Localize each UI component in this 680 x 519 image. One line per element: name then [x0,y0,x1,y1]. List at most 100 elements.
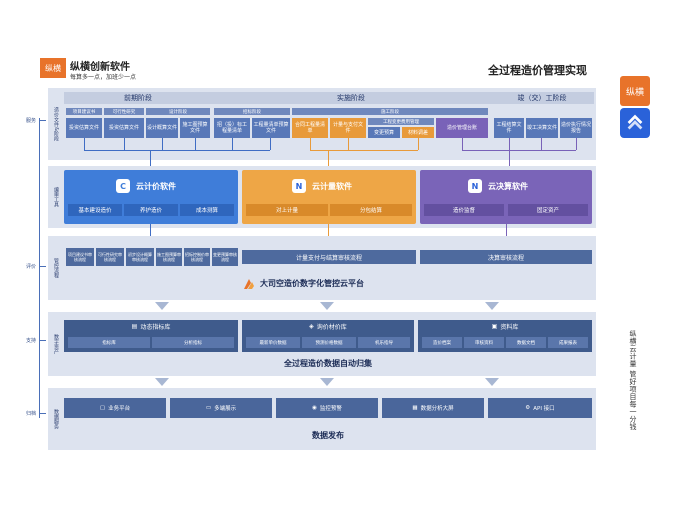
sw-item[interactable]: 成本测算 [180,204,234,216]
sw-item[interactable]: 分包结算 [330,204,412,216]
asset-group-title: ▣ 资料库 [418,321,592,332]
connector-line [462,150,576,151]
left-tag-arrow [40,266,46,267]
doc-impl-2[interactable]: 工程量清单预算文件 [252,118,290,138]
folder-icon: ▣ [491,323,498,330]
asset-item[interactable]: 成果报表 [548,337,588,348]
docs-band-label: 造价文件&阶段 [53,107,59,141]
settlement-app-icon: N [468,179,482,193]
subhead-design: 设计阶段 [146,108,210,115]
process-cell[interactable]: 可行性研究审核流程 [96,248,124,266]
doc-impl-4[interactable]: 计量与支付文件 [330,118,366,138]
connector-line [509,150,510,170]
connector-line [541,138,542,150]
publish-band-label: 数据服务 [53,409,59,429]
chevron-down-icon [155,302,169,310]
doc-post-1[interactable]: 工程结算文件 [494,118,524,138]
subhead-change: 工程变更费用管理 [368,118,434,125]
connector-line [162,138,163,150]
asset-group-name: 询价材价库 [316,324,347,331]
side-slogan: 纵横云计量 管好项目每一分钱 [629,330,637,431]
connector-line [348,138,349,150]
connector-line [509,138,510,150]
publish-business-platform[interactable]: ▢业务平台 [64,398,166,418]
doc-impl-3[interactable]: 合同工程量清单 [292,118,328,138]
platform-logo-icon [242,276,256,290]
price-icon: ◈ [309,323,314,330]
chevron-down-icon [320,302,334,310]
chevron-down-icon [485,302,499,310]
process-cell[interactable]: 施工图预算审核流程 [156,248,182,266]
stage-post: 竣（交）工阶段 [490,92,594,104]
connector-line [576,138,577,150]
sw-item[interactable]: 养护造价 [124,204,178,216]
doc-pre-3[interactable]: 设计概算文件 [146,118,178,138]
connector-line [462,138,463,150]
sw-item[interactable]: 固定资产 [508,204,588,216]
left-tag-evaluate: 评价 [26,264,37,270]
process-cell[interactable]: 变更预算审核流程 [212,248,238,266]
sw-title-pricing: 云计价软件 [136,182,176,191]
process-measure-settlement[interactable]: 计量支付与结算审核流程 [242,250,416,264]
asset-group-name: 资料库 [500,324,519,331]
asset-item[interactable]: 造价档案 [422,337,462,348]
publish-monitor-alert[interactable]: ◉监控预警 [276,398,378,418]
process-cell[interactable]: 项目建议书审核流程 [66,248,94,266]
measure-app-icon: N [292,179,306,193]
publish-multi-display[interactable]: ▭多端展示 [170,398,272,418]
sw-item[interactable]: 造价监督 [424,204,504,216]
process-cell[interactable]: 招标控制价审核流程 [184,248,210,266]
chevron-down-icon [155,378,169,386]
asset-group-title: ◈ 询价材价库 [242,321,414,332]
stage-pre: 前期阶段 [64,92,212,104]
asset-item[interactable]: 指标库 [68,337,150,348]
database-icon: ▤ [131,323,138,330]
connector-line [232,138,233,150]
api-icon: ⚙ [525,405,531,411]
process-cell[interactable]: 初步设计概算审核流程 [126,248,154,266]
doc-post-2[interactable]: 竣工决算文件 [526,118,558,138]
brand-logo: 纵横 [40,58,66,78]
subhead-proposal: 项目建议书 [66,108,102,115]
connector-line [195,138,196,150]
doc-pre-1[interactable]: 投资估算文件 [66,118,102,138]
doc-impl-6[interactable]: 材料调差 [402,127,434,138]
side-brand-logo: 纵横 [620,76,650,106]
doc-impl-5[interactable]: 变更预算 [368,127,400,138]
asset-group-title: ▤ 动态指标库 [64,321,238,332]
connector-line [150,150,151,170]
asset-item[interactable]: 机乐指导 [358,337,410,348]
chevron-down-icon [485,378,499,386]
stage-impl: 实施阶段 [212,92,490,104]
left-tag-arrow [40,120,46,121]
connector-line [270,138,271,150]
process-band-label: 管控流程 [53,258,59,278]
doc-impl-1[interactable]: 招（投）标工程量清单 [214,118,250,138]
publish-data-screen[interactable]: ▦数据分析大屏 [382,398,484,418]
chevron-down-icon [320,378,334,386]
display-icon: ▭ [205,405,212,411]
publish-api[interactable]: ⚙API 接口 [488,398,592,418]
asset-item[interactable]: 预测价格数据 [302,337,356,348]
asset-item[interactable]: 分析指标 [152,337,234,348]
process-band [48,236,596,300]
sw-item[interactable]: 基本建设造价 [68,204,122,216]
asset-item[interactable]: 数据文档 [506,337,546,348]
left-tag-service: 服务 [26,118,37,124]
asset-item[interactable]: 最新单价数据 [246,337,300,348]
pricing-app-icon: C [116,179,130,193]
assets-band-label: 数字资产 [53,334,59,354]
sw-title-measure: 云计量软件 [312,182,352,191]
doc-impl-7[interactable]: 造价管理台账 [436,118,488,138]
left-tag-support: 支持 [26,338,37,344]
doc-post-3[interactable]: 造价执行情况报告 [560,118,592,138]
process-final-accounts[interactable]: 决算审核流程 [420,250,592,264]
connector-line [124,138,125,150]
app-logo-icon [620,108,650,138]
doc-pre-2[interactable]: 投资估算文件 [104,118,144,138]
connector-line [84,150,270,151]
sw-item[interactable]: 对上计量 [246,204,328,216]
platform-icon: ▢ [99,405,106,411]
asset-item[interactable]: 审核资料 [464,337,504,348]
doc-pre-4[interactable]: 施工图预算文件 [180,118,210,138]
